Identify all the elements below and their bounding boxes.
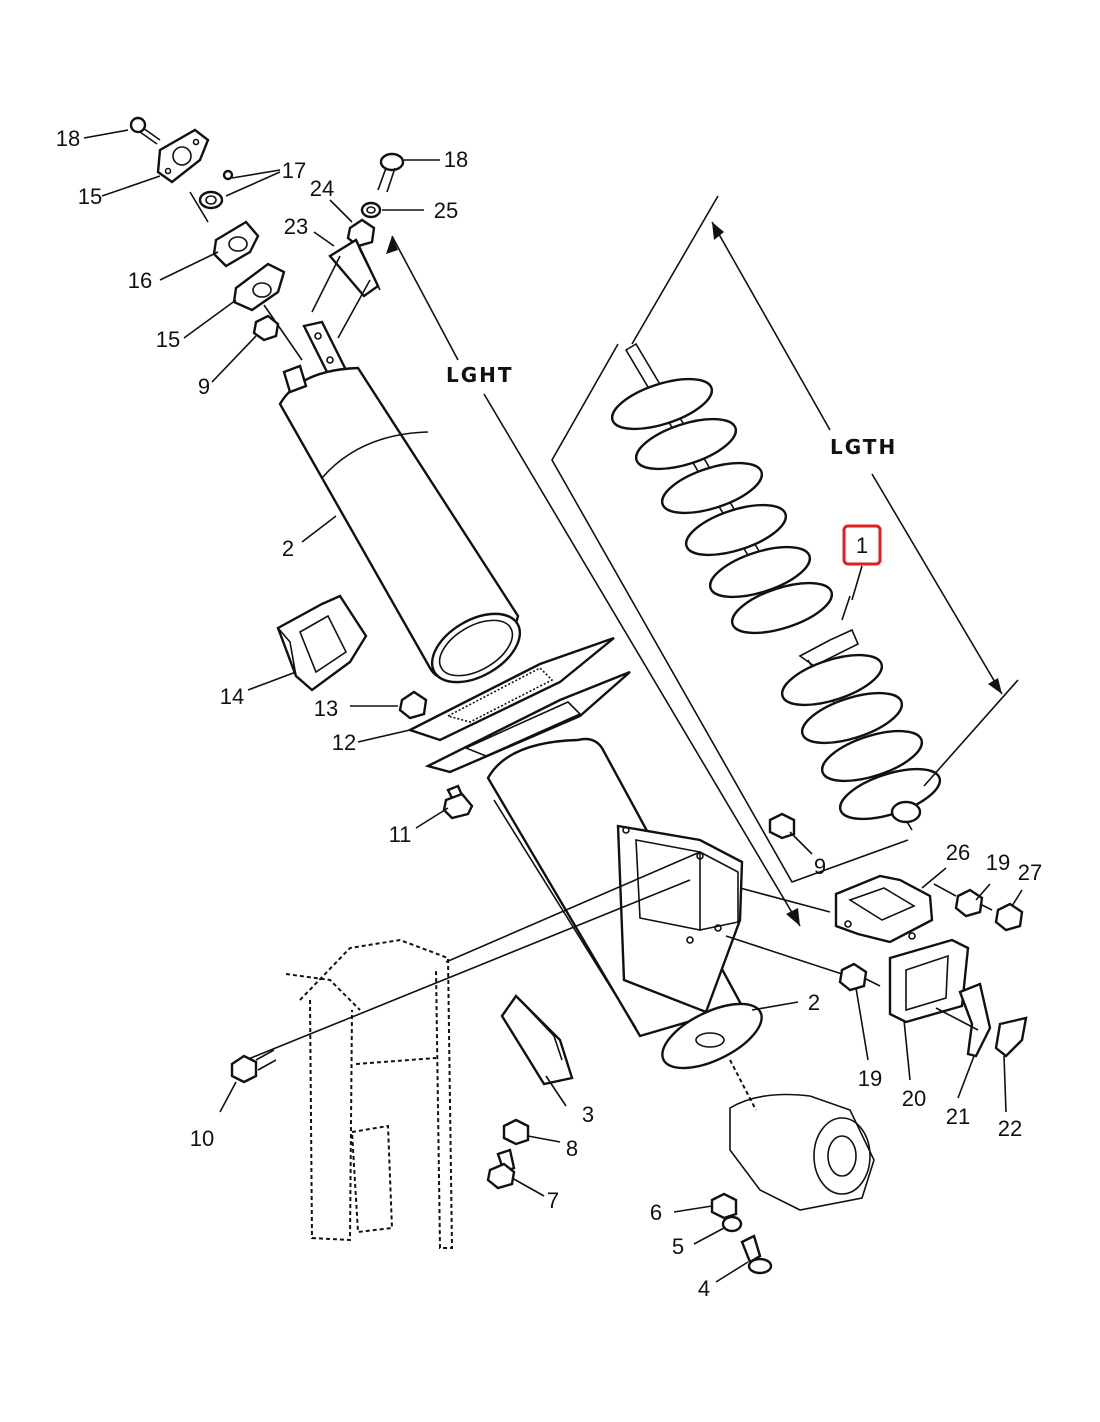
nut-9-upper <box>252 314 280 342</box>
callout-15-lower: 15 <box>156 327 180 352</box>
leader-frame <box>445 851 701 963</box>
dimension-label-lght: LGHT <box>446 363 514 387</box>
callout-19-upper: 19 <box>986 850 1010 875</box>
callout-21: 21 <box>946 1104 970 1129</box>
strap-guide-lines <box>311 255 371 339</box>
callout-13: 13 <box>314 696 338 721</box>
upper-tube-2 <box>278 364 522 684</box>
bolt-10 <box>230 1049 277 1084</box>
nut-6 <box>710 1192 738 1220</box>
dimension-lght: LGHT <box>386 235 801 927</box>
callout-11: 11 <box>389 822 412 847</box>
bearing-16 <box>212 220 260 268</box>
callout-9-upper: 9 <box>198 374 210 399</box>
callout-18-upper-right: 18 <box>444 147 468 172</box>
drive-motor <box>729 1059 875 1211</box>
gasket-12 <box>406 636 631 774</box>
callout-10: 10 <box>190 1126 214 1151</box>
callout-20: 20 <box>902 1086 926 1111</box>
nut-8 <box>502 1118 530 1146</box>
spout-housing <box>616 824 744 1014</box>
nut-24 <box>346 218 376 248</box>
nut-9-right <box>768 812 796 840</box>
dimension-label-lgth: LGTH <box>830 435 897 459</box>
bracket-26 <box>834 874 934 944</box>
callout-5: 5 <box>672 1234 684 1259</box>
washer-25 <box>360 201 382 219</box>
collar-17 <box>198 169 234 210</box>
callout-6: 6 <box>650 1200 662 1225</box>
hardware-leaders <box>725 883 979 1031</box>
callout-18-upper-left: 18 <box>56 126 80 151</box>
callout-14: 14 <box>220 684 244 709</box>
frame-outline-dashed <box>285 938 454 1249</box>
callout-22: 22 <box>998 1116 1022 1141</box>
auger-envelope <box>551 343 909 883</box>
callout-1: 1 <box>856 533 868 558</box>
carriage-bolt-18-upper-right <box>377 152 405 193</box>
nut-27 <box>994 902 1024 932</box>
callout-19-lower: 19 <box>858 1066 882 1091</box>
callout-17: 17 <box>282 158 306 183</box>
auger-1 <box>610 342 942 831</box>
gasket-20 <box>888 938 970 1024</box>
callout-4: 4 <box>698 1276 710 1301</box>
bolt-19-upper <box>954 888 993 918</box>
bolt-7 <box>486 1148 516 1190</box>
callout-24: 24 <box>310 176 334 201</box>
bolt-11 <box>442 784 474 820</box>
washer-5 <box>721 1215 743 1233</box>
latch-22 <box>994 1016 1028 1058</box>
callout-leaders <box>83 129 1023 1283</box>
callout-12: 12 <box>332 730 356 755</box>
leader-10 <box>245 879 691 1061</box>
nut-13 <box>398 690 428 720</box>
callout-15-upper: 15 <box>78 184 102 209</box>
callout-25: 25 <box>434 198 458 223</box>
bolt-19-lower <box>838 962 881 992</box>
callout-9-right: 9 <box>814 854 826 879</box>
callout-7: 7 <box>547 1188 559 1213</box>
callout-8: 8 <box>566 1136 578 1161</box>
bracket-23 <box>328 238 381 298</box>
carriage-bolt-18-upper-left <box>129 116 161 145</box>
callout-26: 26 <box>946 840 970 865</box>
chute-14 <box>276 594 368 692</box>
shaft-centerline <box>189 191 303 361</box>
bearing-flange-upper <box>156 128 210 184</box>
bearing-flange-lower <box>232 262 286 312</box>
latch-21 <box>958 982 992 1058</box>
dimension-lgth: LGTH <box>631 195 1019 787</box>
callout-16: 16 <box>128 268 152 293</box>
callout-labels: 1 2 2 3 4 5 6 7 8 9 9 10 11 12 13 14 15 … <box>56 126 1042 1301</box>
callout-23: 23 <box>284 214 308 239</box>
callout-27: 27 <box>1018 860 1042 885</box>
callout-2-upper: 2 <box>282 536 294 561</box>
callout-3: 3 <box>582 1102 594 1127</box>
shield-3 <box>500 994 574 1086</box>
callout-2-lower: 2 <box>808 990 820 1015</box>
callout-1-highlight-box <box>842 524 882 566</box>
bolt-4 <box>740 1234 773 1275</box>
